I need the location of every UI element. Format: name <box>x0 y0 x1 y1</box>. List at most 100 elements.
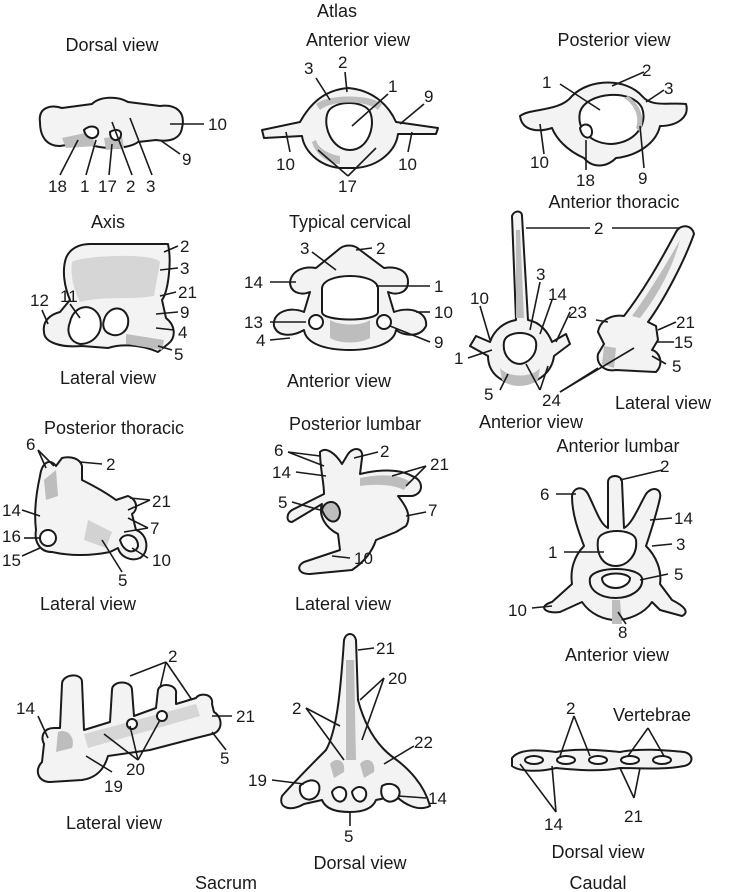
label-4: 4 <box>178 323 187 342</box>
axis-title: Axis <box>91 212 125 232</box>
posterior-lumbar-numbers: 6 2 14 21 5 7 10 <box>272 441 449 568</box>
posterior-lumbar-leaders <box>287 451 427 559</box>
sacrum-dorsal-drawing <box>280 633 431 813</box>
label-2: 2 <box>180 237 189 256</box>
caudal-drawing <box>511 748 693 772</box>
label-2: 2 <box>292 699 301 718</box>
label-2: 2 <box>126 177 135 196</box>
anterior-lumbar-anterior-view-title: Anterior view <box>565 645 670 665</box>
label-8: 8 <box>618 623 627 642</box>
label-6: 6 <box>274 441 283 460</box>
label-3: 3 <box>180 259 189 278</box>
sacrum-lateral-leaders <box>37 661 232 773</box>
axis-numbers: 2 3 21 9 4 5 12 11 <box>30 237 197 364</box>
label-21: 21 <box>676 313 695 332</box>
label-9: 9 <box>180 303 189 322</box>
anterior-thoracic-lateral-drawing <box>596 225 695 373</box>
label-14: 14 <box>544 815 563 834</box>
atlas-posterior-view-title: Posterior view <box>557 30 671 50</box>
atlas-title: Atlas <box>317 1 357 21</box>
label-12: 12 <box>30 291 49 310</box>
label-5: 5 <box>672 357 681 376</box>
label-2: 2 <box>376 239 385 258</box>
label-21: 21 <box>430 455 449 474</box>
label-14: 14 <box>16 699 35 718</box>
label-3: 3 <box>536 265 545 284</box>
label-18: 18 <box>576 171 595 190</box>
label-5: 5 <box>220 749 229 768</box>
label-20: 20 <box>126 760 145 779</box>
typical-cervical-anterior-view-title: Anterior view <box>287 371 392 391</box>
label-20: 20 <box>388 669 407 688</box>
label-14: 14 <box>428 789 447 808</box>
label-2: 2 <box>594 219 603 238</box>
anterior-thoracic-lateral-view-title: Lateral view <box>615 393 712 413</box>
sacrum-lateral-drawing <box>36 674 222 783</box>
label-5: 5 <box>484 385 493 404</box>
label-2: 2 <box>566 699 575 718</box>
atlas-dorsal-view-title: Dorsal view <box>65 35 159 55</box>
label-3: 3 <box>676 535 685 554</box>
label-5: 5 <box>344 827 353 846</box>
label-3: 3 <box>300 239 309 258</box>
posterior-lumbar-drawing <box>286 448 422 575</box>
label-2: 2 <box>380 442 389 461</box>
atlas-posterior-drawing <box>519 81 688 167</box>
axis-drawing <box>42 243 175 353</box>
anterior-thoracic-numbers: 2 3 14 10 23 21 15 1 5 5 24 <box>454 219 695 410</box>
label-3: 3 <box>664 79 673 98</box>
posterior-lumbar-title: Posterior lumbar <box>289 414 421 434</box>
atlas-anterior-drawing <box>261 87 439 169</box>
label-21: 21 <box>178 283 197 302</box>
label-10: 10 <box>208 115 227 134</box>
label-1: 1 <box>454 349 463 368</box>
label-5: 5 <box>174 345 183 364</box>
label-21: 21 <box>624 807 643 826</box>
label-1: 1 <box>542 73 551 92</box>
sacrum-lateral-view-title: Lateral view <box>66 813 163 833</box>
label-23: 23 <box>568 303 587 322</box>
label-15: 15 <box>2 551 21 570</box>
anterior-lumbar-drawing <box>543 475 687 624</box>
label-6: 6 <box>26 435 35 454</box>
typical-cervical-drawing <box>272 244 428 351</box>
label-9: 9 <box>182 150 191 169</box>
label-3: 3 <box>304 59 313 78</box>
label-10: 10 <box>398 155 417 174</box>
label-21: 21 <box>236 707 255 726</box>
label-21: 21 <box>152 492 171 511</box>
label-3: 3 <box>146 177 155 196</box>
label-9: 9 <box>638 169 647 188</box>
anterior-lumbar-numbers: 2 6 14 3 1 5 10 8 <box>508 457 693 642</box>
posterior-thoracic-numbers: 6 2 21 7 14 16 15 10 5 <box>2 435 171 590</box>
label-9: 9 <box>434 333 443 352</box>
sacrum-lateral-numbers: 2 14 21 5 20 19 <box>16 647 255 796</box>
label-1: 1 <box>80 177 89 196</box>
axis-leaders <box>41 245 179 351</box>
label-17: 17 <box>338 177 357 196</box>
label-21: 21 <box>376 639 395 658</box>
label-2: 2 <box>660 457 669 476</box>
label-10: 10 <box>434 303 453 322</box>
label-14: 14 <box>272 463 291 482</box>
atlas-dorsal-drawing <box>38 96 184 150</box>
anterior-lumbar-title: Anterior lumbar <box>556 436 679 456</box>
label-14: 14 <box>674 509 693 528</box>
label-5: 5 <box>674 565 683 584</box>
label-5: 5 <box>278 493 287 512</box>
atlas-anterior-leaders <box>285 71 425 177</box>
label-1: 1 <box>388 77 397 96</box>
caudal-leaders <box>519 715 665 813</box>
anterior-thoracic-leaders <box>467 227 680 393</box>
label-19: 19 <box>248 771 267 790</box>
typical-cervical-leaders <box>269 247 431 343</box>
sacrum-title: Sacrum <box>195 873 257 892</box>
anterior-thoracic-title: Anterior thoracic <box>548 192 679 212</box>
label-9: 9 <box>424 87 433 106</box>
label-7: 7 <box>150 519 159 538</box>
atlas-posterior-numbers: 1 2 3 10 18 9 <box>530 61 673 190</box>
label-10: 10 <box>276 155 295 174</box>
caudal-numbers: 2 14 21 <box>544 699 643 834</box>
label-14: 14 <box>548 285 567 304</box>
